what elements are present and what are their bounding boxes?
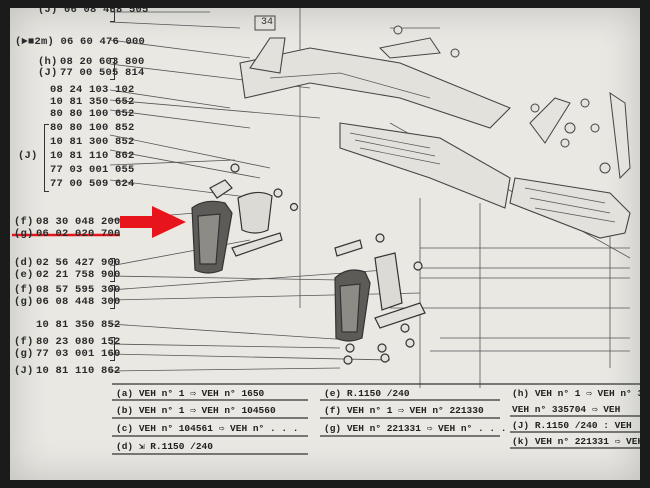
- variant-row: (a) VEH n° 1 ⇨ VEH n° 1650: [116, 388, 265, 399]
- part-number-highlighted: (f)08 30 048 200: [14, 216, 121, 228]
- red-arrow-icon: [120, 206, 186, 238]
- variant-row: (e) R.1150 /240: [324, 388, 410, 399]
- part-number: (f)08 57 595 300: [14, 284, 121, 296]
- bracket: [110, 258, 115, 282]
- part-number: (►■2m) 06 60 476 000: [15, 36, 146, 48]
- variant-row: (d) ⇲ R.1150 /240: [116, 441, 213, 452]
- part-number: (g)77 03 001 160: [14, 348, 121, 360]
- part-number: (g)06 08 448 300: [14, 296, 121, 308]
- bracket: [110, 8, 115, 22]
- variant-row: (J) R.1150 /240 : VEH: [512, 420, 632, 431]
- part-number: (e)02 21 758 900: [14, 269, 121, 281]
- part-number: (J)10 81 110 862: [18, 150, 135, 162]
- part-number: 77 03 001 055: [50, 164, 135, 176]
- bracket: [110, 58, 115, 80]
- bracket: [44, 124, 49, 192]
- variant-row: (c) VEH n° 104561 ⇨ VEH n° . . .: [116, 423, 299, 434]
- bracket: [110, 337, 115, 361]
- part-number: (J)10 81 110 862: [14, 365, 121, 377]
- callout-number: 34: [261, 17, 274, 28]
- variant-row: (g) VEH n° 221331 ⇨ VEH n° . . .: [324, 423, 507, 434]
- variant-row: (f) VEH n° 1 ⇨ VEH n° 221330: [324, 405, 484, 416]
- parts-catalog-sheet: 34 (J) 06 08 488 505 (►■2m) 06 60 476 00…: [10, 8, 640, 480]
- part-number: 77 00 509 624: [50, 178, 135, 190]
- part-number: (J)77 00 505 814: [38, 67, 145, 79]
- variant-row: (b) VEH n° 1 ⇨ VEH n° 104560: [116, 405, 276, 416]
- exploded-diagram: [12, 8, 640, 455]
- part-number: (d)02 56 427 900: [14, 257, 121, 269]
- part-number: 10 81 300 852: [50, 136, 135, 148]
- part-number: (f)80 23 080 152: [14, 336, 121, 348]
- part-number: (h)08 20 603 800: [38, 56, 145, 68]
- part-number: 10 81 350 852: [36, 319, 121, 331]
- bracket: [110, 285, 115, 309]
- variant-row: VEH n° 335704 ⇨ VEH: [512, 404, 621, 415]
- part-number: (g)06 02 020 700: [14, 228, 121, 240]
- variant-row: (h) VEH n° 1 ⇨ VEH n° 335703: [512, 388, 640, 399]
- part-number: (J) 06 08 488 505: [38, 8, 149, 16]
- part-number: 80 80 100 652: [50, 108, 135, 120]
- variant-row: (k) VEH n° 221331 ⇨ VEH: [512, 436, 640, 447]
- part-number: 10 81 350 652: [50, 96, 135, 108]
- part-number: 80 80 100 852: [50, 122, 135, 134]
- part-number: 08 24 103 102: [50, 84, 135, 96]
